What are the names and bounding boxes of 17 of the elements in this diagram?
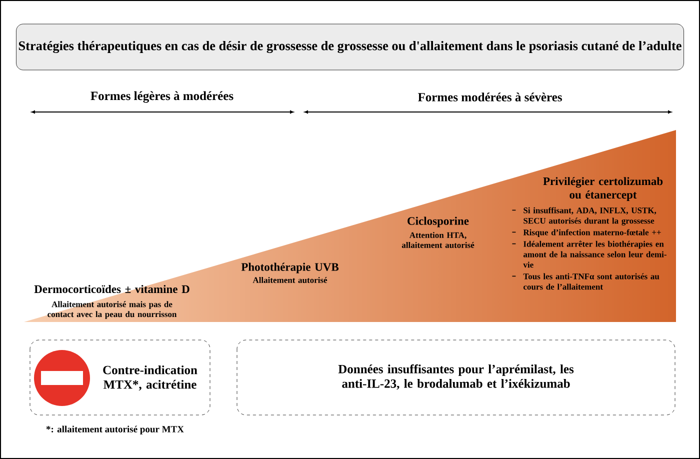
list-item: Tous les anti-TNFα sont autorisés au cours de l’allaitement: [512, 273, 660, 290]
footnote: *: allaitement autorisé pour MTX: [46, 426, 184, 434]
treatment-note: Allaitement autorisé: [252, 277, 328, 284]
list-item: Idéalement arrêter les biothérapies en amont de la naissance selon leur demi-vie: [512, 240, 666, 268]
dashed-box: Données insuffisantes pour l’aprémilast, les anti-IL-23, le brodalumab et l’ixékizumab: [236, 340, 676, 416]
treatment-heading: Ciclosporine: [408, 216, 469, 228]
treatment-heading: Privilégier certolizumab ou étanercept: [543, 177, 663, 201]
list-item: Risque d’infection materno-fœtale ++: [512, 229, 661, 237]
treatment-note: Allaitement autorisé mais pas de contact avec la peau du nourrisson: [48, 301, 177, 319]
treatment-heading: Photothérapie UVB: [241, 262, 339, 274]
treatment-note: Attention HTA, allaitement autorisé: [402, 232, 474, 248]
dashed-box: Contre-indication MTX*, acitrétine: [30, 340, 210, 416]
list-item: Si insuffisant, ADA, INFLX, USTK, SECU autorisés durant la grossesse: [512, 207, 656, 226]
treatment-heading: Dermocorticoïdes ± vitamine D: [34, 284, 190, 294]
title-box: Stratégies thérapeutiques en cas de désir de grossesse de grossesse ou d'allaitement dans le psoriasis cutané de l’adulte: [16, 24, 684, 70]
range-label: Formes légères à modérées: [90, 91, 234, 103]
range-label: Formes modérées à sévères: [418, 92, 562, 102]
